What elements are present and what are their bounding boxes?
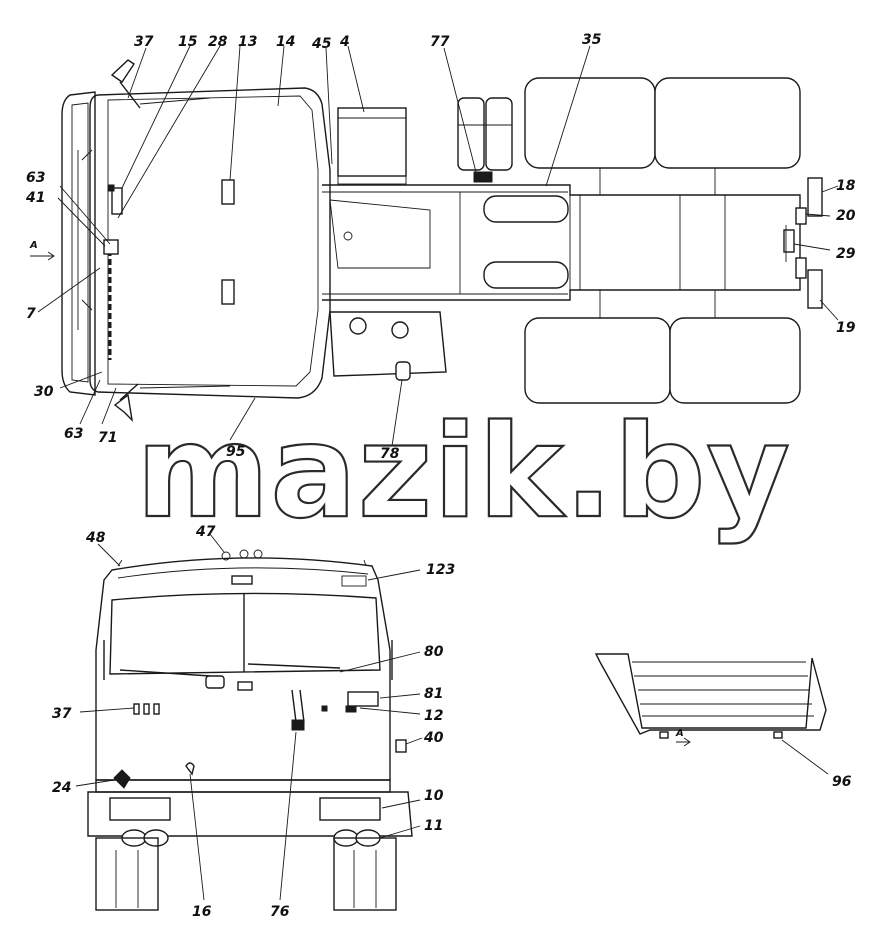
- callout-123: 123: [426, 562, 455, 578]
- callout-15: 15: [178, 34, 198, 50]
- plate-123: [341, 575, 367, 587]
- small-part: [321, 705, 328, 712]
- air-tank: [457, 97, 485, 171]
- callout-76: 76: [270, 904, 290, 920]
- platform-view-marker: А: [675, 728, 684, 739]
- front-view: [75, 533, 423, 911]
- rear-connector: [783, 229, 795, 253]
- component-box: [103, 239, 119, 255]
- callout-18: 18: [836, 178, 856, 194]
- connector: [107, 184, 115, 192]
- round-part: [349, 317, 367, 335]
- rear-lamp: [807, 269, 823, 309]
- callout-63-top: 63: [26, 170, 45, 186]
- callout-40: 40: [423, 730, 444, 746]
- horn-76: [291, 719, 305, 731]
- callout-45: 45: [311, 36, 332, 52]
- fuse-row: [133, 703, 160, 715]
- front-wheel-right: [333, 837, 397, 911]
- callout-96: 96: [832, 774, 852, 790]
- component-box: [111, 187, 123, 215]
- mirror-bottom: [113, 383, 139, 423]
- platform-frame: [594, 653, 827, 735]
- frame-rails: [322, 184, 801, 301]
- callout-28: 28: [208, 34, 228, 50]
- callout-95: 95: [226, 444, 246, 460]
- callout-30: 30: [34, 384, 54, 400]
- callout-63-bottom: 63: [64, 426, 83, 442]
- callout-19: 19: [836, 320, 856, 336]
- block-81: [347, 691, 379, 707]
- callout-78: 78: [380, 446, 400, 462]
- callout-labels: 37 15 28 13 14 45 4 77 35 63 41 7 30 63 …: [25, 32, 856, 920]
- callout-47: 47: [195, 524, 216, 540]
- callout-10: 10: [424, 788, 444, 804]
- connector-12: [345, 705, 357, 713]
- callout-77: 77: [430, 34, 450, 50]
- sensor-78: [395, 361, 411, 381]
- cab-outline: [89, 87, 331, 399]
- mirror-top: [110, 59, 141, 109]
- headlamp-left: [109, 797, 171, 821]
- headlamp-right: [319, 797, 381, 821]
- callout-37-front: 37: [52, 706, 72, 722]
- callout-80: 80: [424, 644, 444, 660]
- rear-connector: [795, 257, 807, 279]
- roof-hatch: [221, 179, 235, 205]
- watermark: mazik.by: [136, 398, 791, 547]
- roof-hatch: [221, 279, 235, 305]
- callout-81: 81: [424, 686, 443, 702]
- mount: [659, 731, 669, 739]
- rear-connector: [795, 207, 807, 225]
- callout-48: 48: [85, 530, 106, 546]
- callout-20: 20: [836, 208, 856, 224]
- callout-7: 7: [26, 306, 36, 322]
- rear-wheels: [524, 77, 801, 404]
- view-marker: А: [29, 240, 38, 251]
- roof-lamp: [231, 575, 253, 585]
- callout-41: 41: [25, 190, 45, 206]
- valve: [473, 171, 493, 183]
- callout-13: 13: [238, 34, 257, 50]
- wiper-motor: [237, 681, 253, 691]
- windshield: [109, 592, 381, 675]
- round-part: [391, 321, 409, 339]
- callout-37: 37: [134, 34, 154, 50]
- rear-lamp: [807, 177, 823, 217]
- callout-4: 4: [339, 34, 350, 50]
- platform-view: А: [594, 653, 829, 775]
- callout-71: 71: [98, 430, 117, 446]
- receiver: [483, 261, 569, 289]
- receiver: [483, 195, 569, 223]
- callout-12: 12: [424, 708, 443, 724]
- lamp-40: [395, 739, 407, 753]
- tool-box: [329, 311, 447, 377]
- part-16: [185, 762, 195, 776]
- top-view: А: [29, 45, 839, 447]
- mount: [773, 731, 783, 739]
- front-wheel-left: [95, 837, 159, 911]
- cab-front: [95, 557, 391, 781]
- battery-box: [337, 107, 407, 177]
- callout-35: 35: [582, 32, 602, 48]
- callout-29: 29: [836, 246, 856, 262]
- air-tank: [485, 97, 513, 171]
- callout-14: 14: [276, 34, 295, 50]
- callout-11: 11: [424, 818, 443, 834]
- part-24: [113, 769, 131, 789]
- callout-16: 16: [192, 904, 212, 920]
- wiper-motor: [205, 675, 225, 689]
- front-bumper-front: [87, 791, 413, 837]
- front-bumper: [61, 91, 96, 396]
- callout-24: 24: [52, 780, 71, 796]
